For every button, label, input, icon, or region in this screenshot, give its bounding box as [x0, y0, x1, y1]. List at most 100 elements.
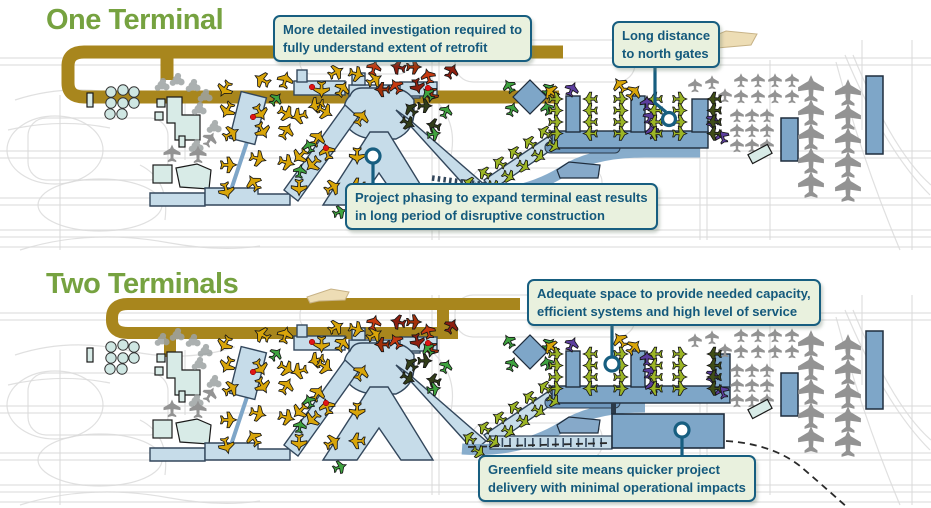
red-dot-marker	[249, 113, 257, 121]
red-position-dots	[249, 338, 432, 407]
airplane-icon	[290, 362, 309, 380]
fuel-tank	[104, 108, 116, 120]
airplane-icon	[323, 434, 341, 451]
airplane-icon	[276, 71, 294, 90]
airplane-icon	[318, 142, 336, 162]
airplane-icon	[276, 326, 294, 345]
callout-capacity: Adequate space to provide needed capacit…	[527, 279, 821, 327]
airplane-icon	[389, 314, 407, 330]
airplane-icon	[745, 393, 759, 408]
red-position-dots	[249, 83, 432, 152]
airplane-icon	[522, 390, 538, 405]
airplane-icon	[221, 380, 240, 397]
support-buildings	[86, 327, 222, 445]
airplane-icon	[745, 108, 759, 123]
airplane-icon	[485, 434, 501, 449]
airplane-icon	[438, 104, 453, 120]
airplane-icon	[798, 123, 824, 150]
fuel-tank	[105, 97, 117, 109]
airplane-icon	[331, 460, 348, 475]
airplane-icon	[613, 126, 629, 141]
airplane-icon	[798, 378, 824, 405]
map-panel-two	[0, 288, 931, 508]
airplane-icon	[277, 122, 294, 141]
airplane-icon	[470, 444, 486, 459]
airplane-icon	[564, 81, 579, 98]
airplane-icon	[163, 144, 181, 163]
airplane-icon	[366, 314, 382, 332]
airplane-icon	[318, 397, 336, 417]
airplane-icon	[647, 126, 663, 141]
airplane-icon	[705, 330, 719, 345]
airplane-icon	[307, 351, 326, 369]
airplane-icon	[323, 179, 341, 196]
airplane-icon	[189, 400, 207, 419]
airplane-icon	[785, 89, 799, 104]
airplane-icon	[688, 333, 702, 348]
airplane-icon	[492, 156, 508, 170]
callout-phasing: Project phasing to expand terminal east …	[345, 183, 658, 231]
airplane-icon	[751, 344, 765, 359]
tree-icon	[169, 72, 185, 86]
airplane-icon	[768, 344, 782, 359]
airplane-icon	[835, 151, 861, 178]
airplane-icon	[326, 319, 344, 336]
airplane-icon	[443, 63, 459, 80]
airplane-icon	[302, 138, 317, 155]
airplane-icon	[545, 393, 561, 408]
airplane-icon	[745, 138, 759, 153]
map-panel-one	[0, 30, 931, 251]
airplane-icon	[515, 159, 531, 173]
airplane-icon	[217, 79, 234, 97]
airplane-icon	[389, 333, 404, 351]
remote-stands	[730, 73, 884, 202]
red-dot-marker	[308, 83, 316, 91]
airplane-icon	[334, 336, 350, 354]
red-dot-marker	[424, 339, 432, 347]
airplane-icon	[277, 408, 296, 426]
fuel-tank	[117, 84, 129, 96]
airplane-icon	[647, 381, 663, 396]
gold-highway	[61, 45, 563, 104]
airplane-icon	[500, 424, 516, 438]
airplane-icon	[504, 356, 519, 373]
fuel-tank	[117, 339, 129, 351]
airplane-icon	[564, 336, 579, 353]
tree-icon	[185, 78, 201, 92]
fuel-tank	[117, 97, 129, 109]
fuel-tank	[128, 97, 140, 109]
airplane-icon	[613, 333, 629, 350]
airplane-icon	[348, 402, 366, 421]
airplane-icon	[425, 127, 442, 142]
callout-greenfield: Greenfield site means quicker project de…	[478, 455, 756, 503]
airplane-icon	[462, 431, 478, 446]
airplane-icon	[422, 88, 436, 103]
airplane-icon	[545, 138, 561, 153]
airplane-icon	[248, 404, 267, 422]
airplane-icon	[334, 81, 350, 99]
airplane-icon	[705, 75, 719, 90]
airplane-icon	[582, 126, 598, 141]
airplane-icon	[477, 166, 493, 180]
tree-icon	[197, 343, 213, 357]
airplane-icon	[734, 328, 748, 343]
fuel-tank	[128, 352, 140, 364]
airplane-icon	[768, 328, 782, 343]
tree-icon	[169, 327, 185, 341]
airplane-icon	[420, 323, 436, 340]
airplane-icon	[768, 73, 782, 88]
airplane-icon	[751, 89, 765, 104]
tree-icon	[206, 119, 222, 133]
airplane-icon	[730, 378, 744, 393]
airplane-icon	[425, 382, 442, 397]
airplane-icon	[515, 414, 531, 428]
aircraft-clusters	[217, 314, 732, 475]
airplane-icon	[798, 99, 824, 126]
airplane-icon	[835, 127, 861, 154]
fuel-tank	[128, 341, 140, 353]
airplane-icon	[443, 318, 459, 335]
airplane-icon	[582, 381, 598, 396]
airplane-icon	[785, 73, 799, 88]
airplane-icon	[409, 77, 425, 95]
